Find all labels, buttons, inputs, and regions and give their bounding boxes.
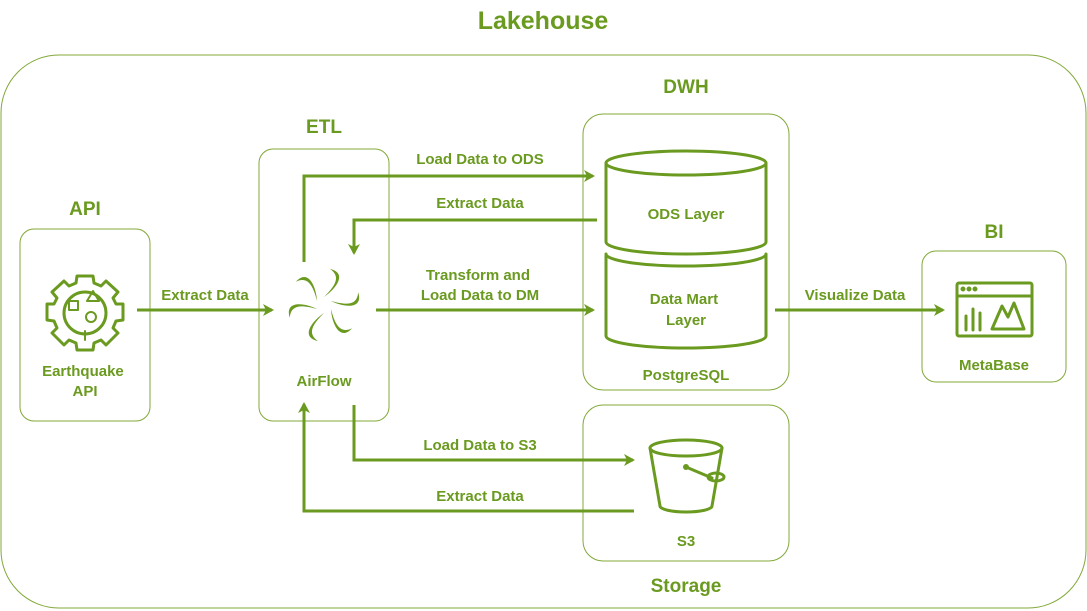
postgresql-label: PostgreSQL <box>643 367 730 384</box>
api-box <box>19 228 151 422</box>
arrow-s3-to-airflow <box>298 402 634 513</box>
arrow-ods-to-airflow <box>348 218 597 255</box>
metabase-label: MetaBase <box>959 357 1029 374</box>
cylinder-database-icon <box>604 149 768 350</box>
s3-bucket-icon <box>648 438 726 514</box>
edge-label-airflow-to-data-mart: Transform and Load Data to DM <box>421 267 539 304</box>
earthquake-api-label: Earthquake API <box>42 363 128 400</box>
ods-layer-cylinder <box>604 161 768 256</box>
edge-label-api-to-airflow: Extract Data <box>161 287 249 304</box>
edge-label-ods-to-airflow: Extract Data <box>436 195 524 212</box>
ods-layer-label: ODS Layer <box>648 206 725 223</box>
airflow-label: AirFlow <box>297 373 352 390</box>
data-mart-layer-cylinder <box>604 252 768 350</box>
arrow-airflow-to-ods <box>302 170 595 262</box>
diagram-title: Lakehouse <box>478 7 609 35</box>
etl-box <box>258 148 390 422</box>
edge-label-airflow-to-s3: Load Data to S3 <box>423 437 536 454</box>
group-title-bi: BI <box>985 222 1004 243</box>
gear-shapes-icon <box>45 274 125 352</box>
group-title-api: API <box>69 199 101 220</box>
edge-label-airflow-to-ods: Load Data to ODS <box>416 151 544 168</box>
dashboard-chart-icon <box>955 281 1034 338</box>
storage-box <box>582 404 790 562</box>
group-title-storage: Storage <box>651 576 722 597</box>
s3-label: S3 <box>677 533 695 550</box>
dwh-box <box>582 113 790 391</box>
edge-label-s3-to-airflow: Extract Data <box>436 488 524 505</box>
edge-label-data-mart-to-metabase: Visualize Data <box>805 287 906 304</box>
ods-layer-cylinder-top <box>604 149 768 177</box>
airflow-pinwheel-icon <box>288 269 360 341</box>
arrow-airflow-to-s3 <box>352 405 635 466</box>
group-title-dwh: DWH <box>663 77 708 98</box>
data-mart-layer-label: Data Mart Layer <box>650 291 723 329</box>
group-title-etl: ETL <box>306 117 342 138</box>
